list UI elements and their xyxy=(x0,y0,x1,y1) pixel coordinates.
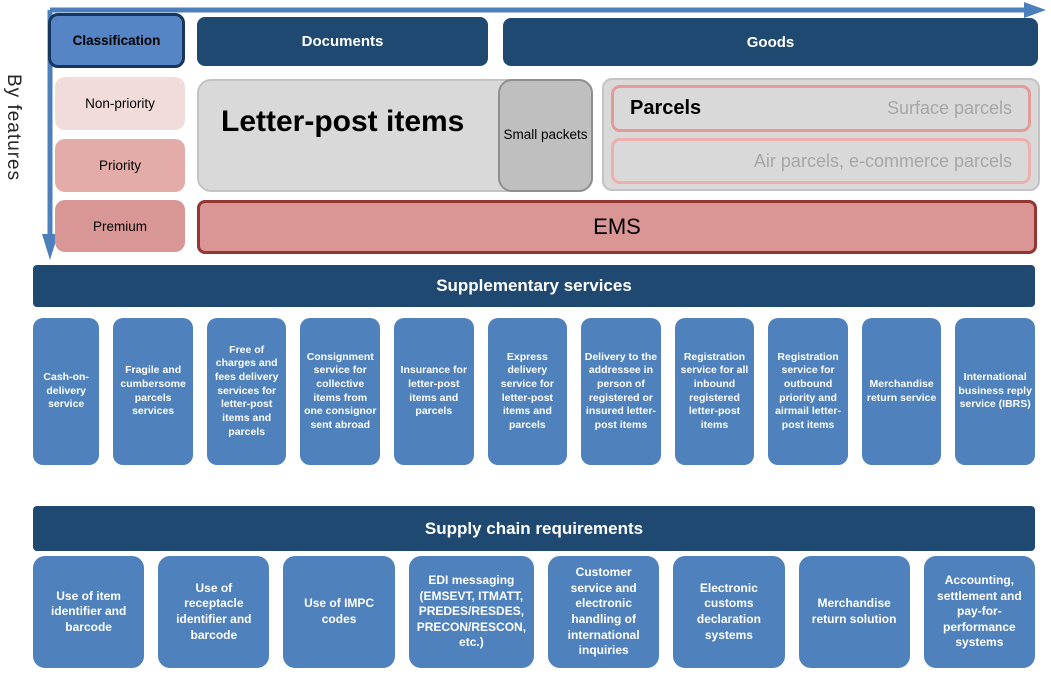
supplementary-service-box: Consignment service for collective items… xyxy=(300,318,381,465)
parcels-air-row: Air parcels, e-commerce parcels xyxy=(611,138,1031,184)
supply-chain-box: Use of receptacle identifier and barcode xyxy=(158,556,270,668)
classification-box: Classification xyxy=(48,13,185,68)
goods-column-header: Goods xyxy=(503,18,1038,66)
ems-band: EMS xyxy=(197,200,1037,254)
supply-chain-box: Merchandise return solution xyxy=(798,556,910,668)
documents-column-header: Documents xyxy=(197,17,488,66)
small-packets-box: Small packets xyxy=(498,79,593,192)
supplementary-service-box: International business reply service (IB… xyxy=(955,318,1035,465)
by-features-axis-label: By features xyxy=(3,74,24,182)
supplementary-services-row: Cash-on-delivery service Fragile and cum… xyxy=(33,318,1035,465)
air-parcels-label: Air parcels, e-commerce parcels xyxy=(753,150,1012,171)
supplementary-service-box: Delivery to the addressee in person of r… xyxy=(581,318,661,465)
supplementary-service-box: Registration service for all inbound reg… xyxy=(674,318,755,465)
supply-chain-box: Customer service and electronic handling… xyxy=(548,556,660,668)
supply-chain-requirements-row: Use of item identifier and barcode Use o… xyxy=(33,556,1035,668)
supplementary-service-box: Fragile and cumbersome parcels services xyxy=(113,318,193,465)
parcels-title: Parcels xyxy=(630,97,702,119)
supplementary-service-box: Merchandise return service xyxy=(861,318,942,465)
feature-row-non-priority: Non-priority xyxy=(55,77,185,130)
supplementary-service-box: Free of charges and fees delivery servic… xyxy=(206,318,287,465)
parcels-group-box: Parcels Surface parcels Air parcels, e-c… xyxy=(602,78,1040,191)
supplementary-services-header: Supplementary services xyxy=(33,265,1035,307)
supply-chain-box: Accounting, settlement and pay-for-perfo… xyxy=(923,556,1035,668)
supplementary-service-box: Express delivery service for letter-post… xyxy=(487,318,568,465)
supplementary-service-box: Insurance for letter-post items and parc… xyxy=(394,318,474,465)
arrow-right-icon xyxy=(1024,2,1046,18)
supply-chain-box: Electronic customs declaration systems xyxy=(673,556,785,668)
feature-row-premium: Premium xyxy=(55,200,185,252)
supplementary-service-box: Registration service for outbound priori… xyxy=(768,318,848,465)
supply-chain-requirements-header: Supply chain requirements xyxy=(33,506,1035,551)
supply-chain-box: Use of item identifier and barcode xyxy=(33,556,145,668)
surface-parcels-label: Surface parcels xyxy=(886,98,1012,118)
supply-chain-box: Use of IMPC codes xyxy=(283,556,395,668)
feature-row-priority: Priority xyxy=(55,139,185,192)
parcels-surface-row: Parcels Surface parcels xyxy=(611,85,1031,132)
supply-chain-box: EDI messaging (EMSEVT, ITMATT, PREDES/RE… xyxy=(408,556,535,668)
supplementary-service-box: Cash-on-delivery service xyxy=(33,318,100,465)
arrow-down-icon xyxy=(42,234,58,260)
